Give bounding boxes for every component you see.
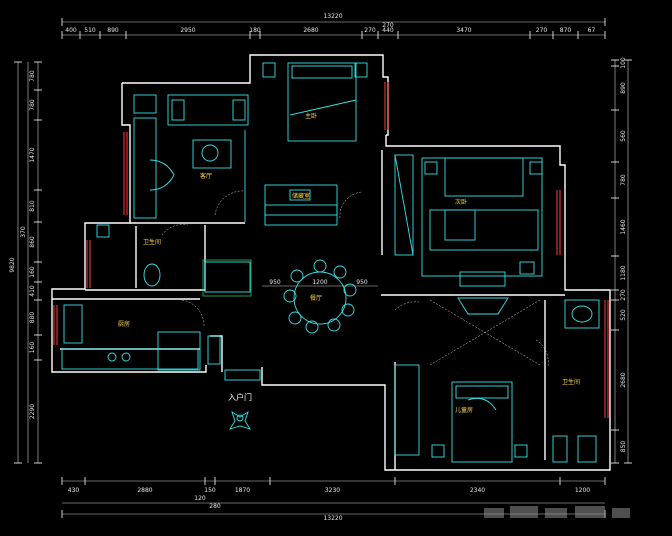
top-dim-4: 180 [249, 27, 261, 34]
dining-dim-1: 950 [269, 279, 281, 286]
top-dim-7: 440 [382, 27, 394, 34]
bottom-dim-1: 2880 [137, 487, 152, 494]
kitchen-label: 厨房 [118, 320, 130, 328]
right-dim-3: 780 [620, 174, 627, 186]
top-dim-6: 270 [364, 27, 376, 34]
left-dimensions: 9820 370 780 780 1470 810 860 160 410 880 160 229… [9, 61, 42, 464]
right-dim-8: 2680 [620, 372, 627, 387]
left-dim-8: 160 [29, 342, 36, 354]
total-bottom-dim: 13220 [323, 515, 342, 522]
left-dim-2: 1470 [29, 147, 36, 162]
right-dim-9: 850 [620, 441, 627, 453]
bottom-dim-6: 1200 [575, 487, 590, 494]
entrance-label: 入户门 [228, 392, 252, 402]
left-dim-4: 860 [29, 236, 36, 248]
bottom-dim-4: 3230 [325, 487, 340, 494]
right-dim-0: 100 [620, 57, 627, 69]
bottom-sub-dim-2: 280 [209, 503, 221, 510]
dining-dim-2: 1200 [312, 279, 327, 286]
guest-bath-label: 卫生间 [562, 378, 580, 386]
top-dim-0: 400 [65, 27, 77, 34]
walls [51, 54, 611, 471]
right-dim-6: 270 [620, 289, 627, 301]
top-dim-1: 510 [84, 27, 96, 34]
top-dim-9: 270 [536, 27, 548, 34]
second-bedroom-label: 次卧 [455, 198, 467, 206]
dining-dim-3: 950 [356, 279, 368, 286]
dining-label: 餐厅 [310, 294, 322, 302]
room-labels: 客厅 主卧 次卧 卫生间 厨房 餐厅 儿童房 卫生间 储藏室 入户门 [118, 112, 580, 414]
left-dim-6: 410 [29, 285, 36, 297]
left-outer-dim: 9820 [9, 257, 16, 272]
bottom-dimensions: 430 2880 150 1870 3230 2340 1200 120 280 13220 [61, 477, 606, 522]
top-dim-10: 870 [560, 27, 572, 34]
top-dim-5: 2680 [303, 27, 318, 34]
left-dim-1: 780 [29, 99, 36, 111]
right-dim-1: 890 [620, 82, 627, 94]
left-dim-0: 780 [29, 70, 36, 82]
storage-label: 储藏室 [292, 192, 310, 200]
right-dimensions: 100 890 560 780 1460 1180 270 520 2680 850 [611, 57, 632, 464]
bottom-dim-3: 1870 [235, 487, 250, 494]
door-swings [161, 190, 549, 367]
windows [53, 82, 609, 418]
right-dim-2: 560 [620, 130, 627, 142]
left-dim-3: 810 [29, 200, 36, 212]
top-sub-dim: 270 [382, 22, 394, 29]
left-dim-5: 160 [29, 266, 36, 278]
living-room-label: 客厅 [200, 172, 212, 180]
top-dim-2: 890 [107, 27, 119, 34]
furniture [61, 62, 600, 463]
top-dim-11: 67 [588, 27, 596, 34]
top-dim-8: 3470 [456, 27, 471, 34]
left-mid-dim: 370 [20, 226, 27, 238]
bottom-sub-dim-1: 120 [194, 495, 206, 502]
top-dim-3: 2950 [180, 27, 195, 34]
bottom-dim-0: 430 [68, 487, 80, 494]
dining-dimensions: 950 1200 950 [262, 279, 378, 287]
right-dim-5: 1180 [620, 265, 627, 280]
left-dim-7: 880 [29, 312, 36, 324]
total-top-dim: 13220 [323, 13, 342, 20]
bottom-dim-2: 150 [204, 487, 216, 494]
bathroom-label: 卫生间 [143, 238, 161, 246]
right-dim-4: 1460 [620, 219, 627, 234]
children-room-label: 儿童房 [455, 406, 473, 414]
blurred-watermark [484, 506, 630, 518]
right-dim-7: 520 [620, 309, 627, 321]
left-dim-9: 2290 [29, 404, 36, 419]
master-bedroom-label: 主卧 [305, 112, 317, 120]
bottom-dim-5: 2340 [470, 487, 485, 494]
